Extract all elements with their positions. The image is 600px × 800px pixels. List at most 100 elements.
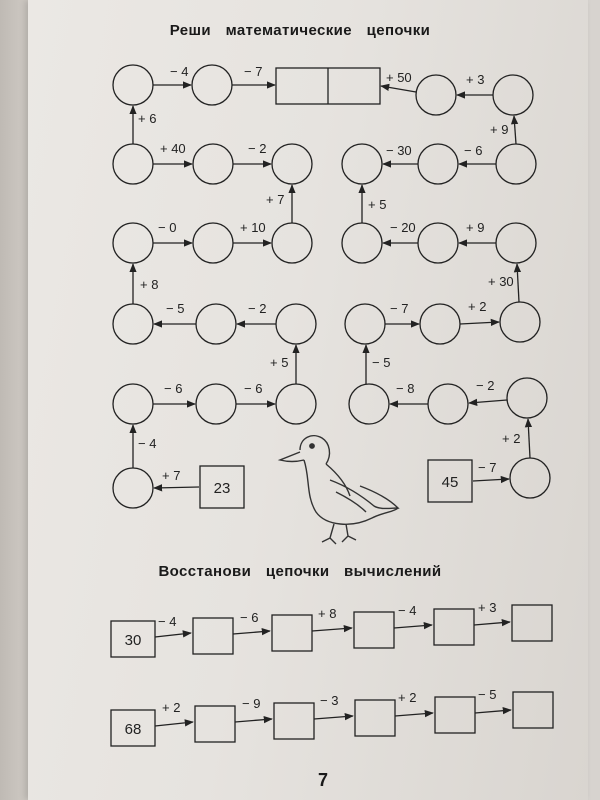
answer-circle[interactable]	[112, 64, 154, 106]
start-value-right: 45	[442, 474, 459, 491]
answer-circle[interactable]	[417, 143, 459, 185]
op-label: − 2	[248, 301, 266, 316]
op-label: − 7	[390, 301, 408, 316]
op-label: − 5	[478, 687, 496, 702]
answer-circle[interactable]	[112, 143, 154, 185]
op-label: − 2	[476, 378, 494, 393]
start-box-right	[427, 459, 473, 503]
op-label: − 4	[398, 603, 416, 618]
answer-box[interactable]	[194, 705, 236, 743]
chain2-start-value: 68	[125, 721, 142, 738]
page-number: 7	[318, 770, 329, 790]
restore-chain-2: 68 + 2 − 9 − 3 + 2 − 5	[110, 687, 554, 747]
op-label: + 7	[266, 192, 284, 207]
answer-circle[interactable]	[112, 467, 154, 509]
answer-box[interactable]	[512, 691, 554, 729]
answer-box[interactable]	[511, 604, 553, 642]
answer-circle[interactable]	[271, 222, 313, 264]
answer-circle[interactable]	[427, 383, 469, 425]
op-label: + 50	[386, 70, 412, 85]
chain1-start-value: 30	[125, 632, 142, 649]
op-label: + 2	[468, 299, 486, 314]
op-label: + 5	[270, 355, 288, 370]
op-label: + 7	[162, 468, 180, 483]
answer-circle[interactable]	[192, 222, 234, 264]
op-label: + 6	[138, 111, 156, 126]
start-box	[110, 620, 156, 658]
op-label: − 6	[164, 381, 182, 396]
page-gutter-shadow	[0, 0, 28, 800]
op-label: + 40	[160, 141, 186, 156]
op-label: − 20	[390, 220, 416, 235]
op-label: − 9	[242, 696, 260, 711]
answer-circle[interactable]	[506, 377, 548, 419]
answer-circle[interactable]	[271, 143, 313, 185]
op-label: − 8	[396, 381, 414, 396]
answer-circle[interactable]	[192, 143, 234, 185]
op-label: + 30	[488, 274, 514, 289]
answer-circle[interactable]	[417, 222, 459, 264]
answer-box[interactable]	[273, 702, 315, 740]
op-label: + 5	[368, 197, 386, 212]
op-label: + 8	[318, 606, 336, 621]
answer-box[interactable]	[354, 699, 396, 737]
answer-circle[interactable]	[492, 74, 534, 116]
answer-circle[interactable]	[341, 222, 383, 264]
op-label: − 2	[248, 141, 266, 156]
op-label: + 2	[162, 700, 180, 715]
op-label: + 2	[502, 431, 520, 446]
op-label: − 7	[478, 460, 496, 475]
answer-circle[interactable]	[112, 383, 154, 425]
restore-title: Восстанови цепочки вычислений	[158, 563, 442, 580]
answer-circle[interactable]	[499, 301, 541, 343]
op-label: + 9	[490, 122, 508, 137]
answer-circle[interactable]	[112, 222, 154, 264]
chains-title: Реши математические цепочки	[169, 22, 431, 39]
answer-circle[interactable]	[195, 383, 237, 425]
restore-chain-1: 30 − 4 − 6 + 8 − 4 + 3	[110, 600, 553, 658]
answer-circle[interactable]	[195, 303, 237, 345]
op-label: − 4	[138, 436, 156, 451]
start-value-left: 23	[214, 480, 231, 497]
answer-circle[interactable]	[495, 143, 537, 185]
answer-circle[interactable]	[495, 222, 537, 264]
op-label: − 6	[240, 610, 258, 625]
answer-circle[interactable]	[191, 64, 233, 106]
answer-circle[interactable]	[275, 303, 317, 345]
op-label: + 8	[140, 277, 158, 292]
op-label: − 4	[170, 64, 188, 79]
op-label: − 6	[244, 381, 262, 396]
answer-box[interactable]	[353, 611, 395, 649]
answer-box[interactable]	[192, 617, 234, 655]
answer-box[interactable]	[434, 696, 476, 734]
answer-box[interactable]	[433, 608, 475, 646]
op-label: + 9	[466, 220, 484, 235]
bird-illustration	[277, 434, 400, 545]
answer-circle[interactable]	[415, 74, 457, 116]
op-label: − 5	[166, 301, 184, 316]
operation-labels: − 4 − 7 + 50 + 3 + 6 + 9 + 40 − 2 − 30 −…	[138, 64, 520, 483]
op-label: + 3	[478, 600, 496, 615]
circle-nodes	[112, 64, 551, 509]
start-box-left	[199, 465, 245, 509]
answer-circle[interactable]	[341, 143, 383, 185]
arrows	[129, 81, 533, 492]
op-label: + 3	[466, 72, 484, 87]
answer-circle[interactable]	[275, 383, 317, 425]
op-label: − 30	[386, 143, 412, 158]
op-label: − 3	[320, 693, 338, 708]
op-label: + 10	[240, 220, 266, 235]
op-label: − 4	[158, 614, 176, 629]
box-nodes	[199, 67, 473, 509]
answer-circle[interactable]	[344, 303, 386, 345]
answer-circle[interactable]	[419, 303, 461, 345]
answer-box[interactable]	[271, 614, 313, 652]
op-label: − 5	[372, 355, 390, 370]
op-label: − 6	[464, 143, 482, 158]
answer-circle[interactable]	[348, 383, 390, 425]
answer-circle[interactable]	[112, 303, 154, 345]
start-box	[110, 709, 156, 747]
op-label: − 7	[244, 64, 262, 79]
answer-circle[interactable]	[509, 457, 551, 499]
